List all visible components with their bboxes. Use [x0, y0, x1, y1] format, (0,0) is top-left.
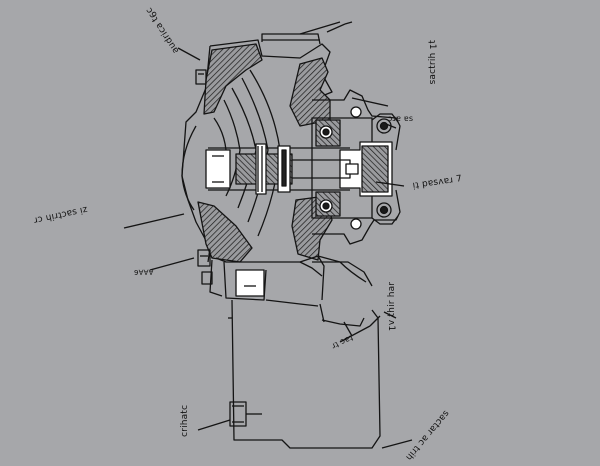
- mounting-block: [215, 255, 325, 301]
- callout-label-3: ɔɹɐ ɐs: [388, 114, 414, 123]
- callout-label-9: ɔʇɐɥᴉɹɔ: [179, 405, 189, 438]
- outlet-duct: [261, 33, 321, 45]
- bearing-housing: [312, 89, 401, 151]
- callout-label-6: 9∀∀∀: [134, 269, 154, 277]
- actuator-housing: [231, 299, 381, 449]
- callout-label-7: ɹɐɥ ɹᴉɥʇ ʌ1: [386, 282, 396, 332]
- callout-label-2: ʇ1 ɥᴉɹʇɔɐs: [427, 40, 437, 85]
